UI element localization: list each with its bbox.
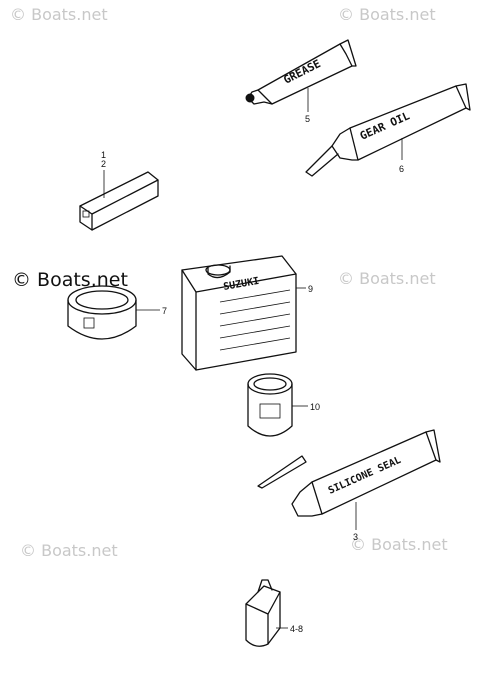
watermark-bottom-left: © Boats.net: [20, 541, 118, 560]
callout-1: 1: [101, 150, 106, 160]
sealant-stick: [79, 171, 159, 231]
silicone-tube-label: SILICONE SEAL: [327, 455, 403, 497]
watermark-top-right: © Boats.net: [338, 5, 436, 24]
callout-9: 9: [308, 284, 313, 294]
callout-7: 7: [162, 306, 167, 316]
callout-6: 6: [399, 164, 404, 174]
watermark-faint-group: © Boats.net © Boats.net © Boats.net © Bo…: [10, 5, 448, 560]
grease-tin: [67, 285, 137, 340]
watermark-bottom-right: © Boats.net: [350, 535, 448, 554]
watermark-top-left: © Boats.net: [10, 5, 108, 24]
callout-2: 2: [101, 159, 106, 169]
bond-tin: [247, 373, 293, 437]
callout-5: 5: [305, 114, 310, 124]
small-bottle: [245, 579, 281, 647]
gear-oil-tube: GEAR OIL: [305, 83, 471, 177]
callout-4-8: 4-8: [290, 624, 303, 634]
oil-can-label: SUZUKI: [223, 276, 260, 293]
grease-tube: GREASE: [245, 39, 357, 105]
callout-3: 3: [353, 532, 358, 542]
oil-can: SUZUKI: [181, 255, 297, 371]
callout-10: 10: [310, 402, 320, 412]
watermark-main: © Boats.net: [12, 269, 128, 291]
silicone-tube: SILICONE SEAL: [257, 429, 441, 517]
watermark-mid-right: © Boats.net: [338, 269, 436, 288]
